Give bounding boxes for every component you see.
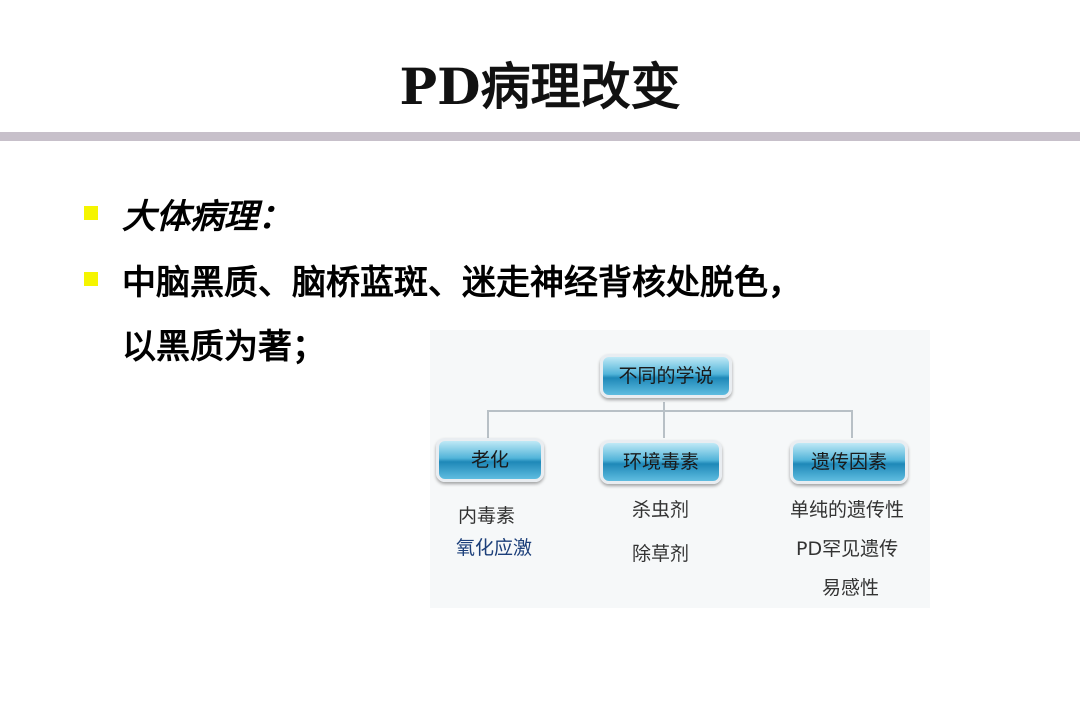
leaf-item: 氧化应激 (456, 537, 533, 559)
leaf-item: 单纯的遗传性 (790, 499, 905, 521)
title-divider (0, 132, 1080, 141)
bullet-marker (84, 272, 98, 286)
bullet-marker (84, 206, 98, 220)
slide-title: PD病理改变 (399, 57, 681, 116)
connector-left (487, 410, 489, 438)
bullet-text: 以黑质为著； (122, 327, 326, 367)
branch-node-aging: 老化 (436, 438, 544, 482)
connector-middle (663, 410, 665, 438)
bullet-text: 大体病理： (122, 197, 292, 237)
leaf-item: 易感性 (822, 577, 880, 599)
theory-diagram: 不同的学说 老化 环境毒素 遗传因素 内毒素 氧化应激 杀虫剂 除草剂 单纯的遗… (430, 330, 930, 608)
bullet-list: 大体病理： 中脑黑质、脑桥蓝斑、迷走神经背核处脱色， 以黑质为著； (84, 184, 1064, 380)
connector-horizontal (487, 410, 853, 412)
leaf-item: PD罕见遗传 (796, 538, 899, 560)
bullet-continuation: 以黑质为著； (84, 314, 1064, 380)
leaf-item: 内毒素 (458, 505, 516, 527)
branch-node-genetics: 遗传因素 (790, 440, 908, 484)
bullet-text: 中脑黑质、脑桥蓝斑、迷走神经背核处脱色， (122, 263, 802, 303)
connector-root-down (663, 402, 665, 412)
connector-right (851, 410, 853, 438)
root-node: 不同的学说 (600, 354, 732, 398)
bullet-item: 中脑黑质、脑桥蓝斑、迷走神经背核处脱色， (84, 250, 1064, 316)
bullet-item: 大体病理： (84, 184, 1064, 250)
leaf-item: 除草剂 (632, 543, 690, 565)
leaf-item: 杀虫剂 (632, 499, 690, 521)
branch-node-environment: 环境毒素 (600, 440, 722, 484)
